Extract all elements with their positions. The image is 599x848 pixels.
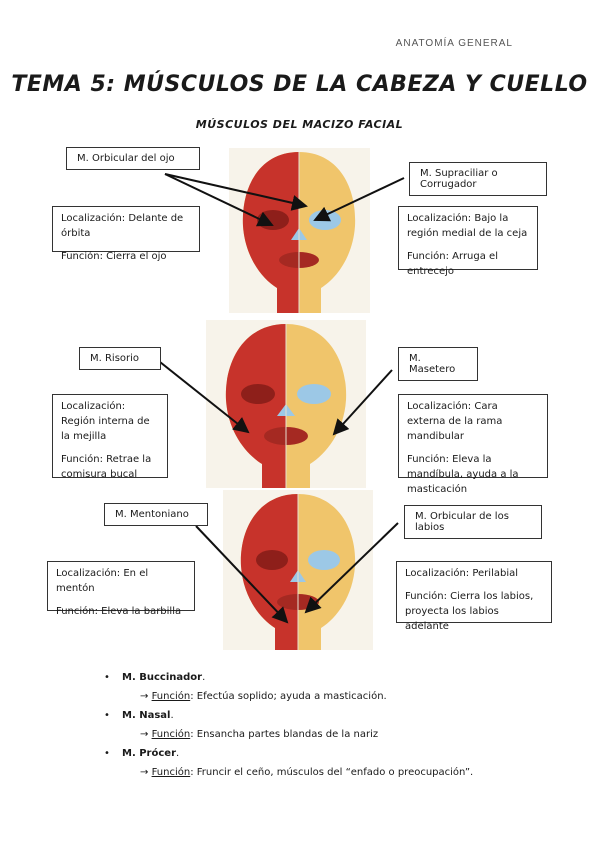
- info-masetero: Localización: Cara externa de la rama ma…: [398, 394, 548, 495]
- list-item-name: M. Prócer: [122, 748, 177, 759]
- face-illustration-1: [229, 148, 370, 313]
- list-item-function: → Función: Fruncir el ceño, músculos del…: [100, 763, 540, 782]
- funcion-text: Función: Cierra los labios, proyecta los…: [405, 591, 534, 632]
- list-item-function: → Función: Efectúa soplido; ayuda a mast…: [100, 687, 540, 706]
- arrow-icon: →: [140, 729, 149, 740]
- funcion-text: Función: Arruga el entrecejo: [407, 251, 498, 277]
- function-label: Función: [151, 729, 191, 740]
- arrow-icon: →: [140, 767, 149, 778]
- face-illustration-3: [223, 490, 373, 650]
- function-text: : Efectúa soplido; ayuda a masticación.: [190, 691, 387, 702]
- function-label: Función: [151, 691, 191, 702]
- muscle-list: M. Buccinador. → Función: Efectúa soplid…: [100, 668, 540, 782]
- funcion-text: Función: Eleva la mandíbula, ayuda a la …: [407, 454, 519, 495]
- list-item-name: M. Buccinador: [122, 672, 203, 683]
- list-item-name: M. Nasal: [122, 710, 171, 721]
- localizacion-text: Localización: En el mentón: [56, 568, 149, 594]
- face-illustration-2: [206, 320, 366, 488]
- arrow-icon: →: [140, 691, 149, 702]
- localizacion-text: Localización: Perilabial: [405, 568, 519, 579]
- localizacion-text: Localización: Bajo la región medial de l…: [407, 213, 528, 239]
- header-text: ANATOMÍA GENERAL: [395, 38, 513, 49]
- info-risorio: Localización: Región interna de la mejil…: [52, 394, 168, 480]
- label-mentoniano: M. Mentoniano: [104, 503, 208, 526]
- localizacion-text: Localización: Cara externa de la rama ma…: [407, 401, 503, 442]
- label-masetero: M. Masetero: [398, 347, 478, 381]
- page-subtitle: MÚSCULOS DEL MACIZO FACIAL: [195, 118, 404, 131]
- localizacion-text: Localización: Delante de órbita: [61, 213, 184, 239]
- info-supraciliar: Localización: Bajo la región medial de l…: [398, 206, 538, 277]
- label-risorio: M. Risorio: [79, 347, 161, 370]
- label-orbicular-ojo: M. Orbicular del ojo: [66, 147, 200, 170]
- localizacion-text: Localización: Región interna de la mejil…: [61, 401, 150, 442]
- label-orbicular-labios: M. Orbicular de los labios: [404, 505, 542, 539]
- list-item: M. Nasal.: [100, 706, 540, 725]
- page-title: TEMA 5: MÚSCULOS DE LA CABEZA Y CUELLO: [11, 72, 588, 97]
- list-item: M. Prócer.: [100, 744, 540, 763]
- label-supraciliar: M. Supraciliar o Corrugador: [409, 162, 547, 196]
- info-mentoniano: Localización: En el mentón Función: Elev…: [47, 561, 195, 617]
- funcion-text: Función: Cierra el ojo: [61, 251, 167, 262]
- info-orbicular-labios: Localización: Perilabial Función: Cierra…: [396, 561, 552, 632]
- info-orbicular-ojo: Localización: Delante de órbita Función:…: [52, 206, 200, 262]
- list-item: M. Buccinador.: [100, 668, 540, 687]
- function-label: Función: [151, 767, 191, 778]
- funcion-text: Función: Eleva la barbilla: [56, 606, 182, 617]
- funcion-text: Función: Retrae la comisura bucal: [61, 454, 152, 480]
- list-item-function: → Función: Ensancha partes blandas de la…: [100, 725, 540, 744]
- function-text: : Ensancha partes blandas de la nariz: [190, 729, 379, 740]
- function-text: : Fruncir el ceño, músculos del “enfado …: [190, 767, 474, 778]
